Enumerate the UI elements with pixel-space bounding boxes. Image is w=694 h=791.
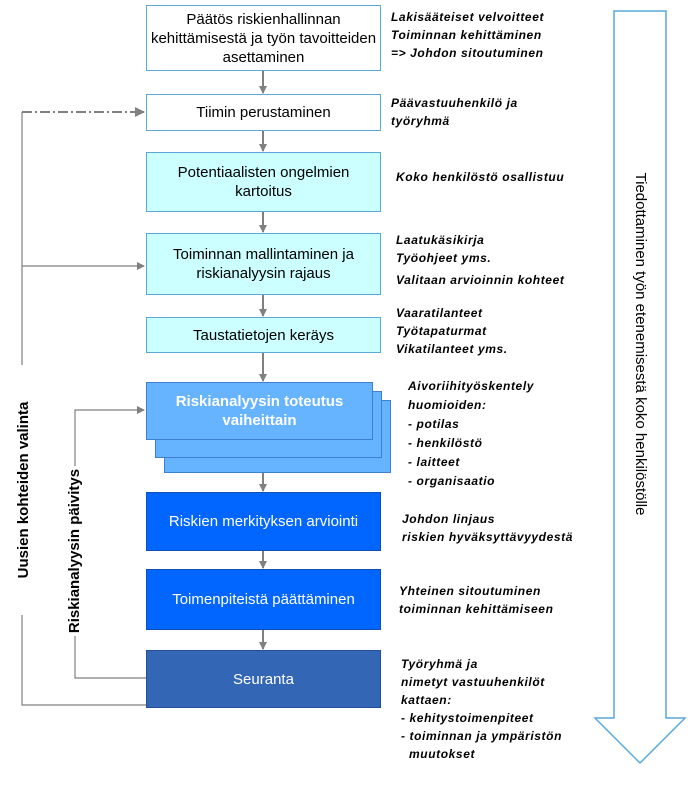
note-measures: Yhteinen sitoutuminen toiminnan kehittäm… xyxy=(399,582,554,618)
note-line: nimetyt vastuuhenkilöt xyxy=(401,675,545,689)
note-line: Johdon linjaus xyxy=(402,512,496,526)
note-line: - toiminnan ja ympäristön xyxy=(401,729,563,743)
note-line: Vikatilanteet yms. xyxy=(396,342,508,356)
note-line: Aivoriihityöskentely xyxy=(408,379,535,393)
loop-new-targets xyxy=(21,112,146,706)
box-analysis-label: Riskianalyysin toteutus vaiheittain xyxy=(175,393,344,429)
note-modeling-b: Valitaan arvioinnin kohteet xyxy=(396,271,564,289)
note-line: Työtapaturmat xyxy=(396,324,487,338)
note-line: - laitteet xyxy=(408,455,461,469)
note-line: Vaaratilanteet xyxy=(396,306,483,320)
note-decision: Lakisääteiset velvoitteet Toiminnan kehi… xyxy=(391,8,544,62)
loop-update xyxy=(74,406,146,679)
communication-arrow xyxy=(593,10,687,765)
box-background-label: Taustatietojen keräys xyxy=(193,326,334,344)
label-communication: Tiedottaminen työn etenemisestä koko hen… xyxy=(632,172,649,516)
note-mapping: Koko henkilöstö osallistuu xyxy=(396,168,564,186)
box-measures: Toimenpiteistä päättäminen xyxy=(146,569,381,630)
box-mapping: Potentiaalisten ongelmien kartoitus xyxy=(146,152,381,212)
box-team: Tiimin perustaminen xyxy=(146,94,381,131)
note-followup: Työryhmä ja nimetyt vastuuhenkilöt katta… xyxy=(401,655,562,763)
note-line: Yhteinen sitoutuminen xyxy=(399,584,541,598)
box-team-label: Tiimin perustaminen xyxy=(196,104,331,121)
note-line: Työryhmä ja xyxy=(401,657,478,671)
box-measures-label: Toimenpiteistä päättäminen xyxy=(172,591,355,608)
box-decision: Päätös riskienhallinnan kehittämisestä j… xyxy=(146,5,381,71)
note-line: - organisaatio xyxy=(408,474,496,488)
note-team: Päävastuuhenkilö ja työryhmä xyxy=(391,94,518,130)
note-line: - kehitystoimenpiteet xyxy=(401,711,534,725)
box-modeling-label: Toiminnan mallintaminen ja riskianalyysi… xyxy=(173,246,354,282)
note-modeling-a: Laatukäsikirja Työohjeet yms. xyxy=(396,231,491,267)
note-line: - potilas xyxy=(408,417,460,431)
label-update: Riskianalyysin päivitys xyxy=(65,466,85,636)
note-line: - henkilöstö xyxy=(408,436,483,450)
box-background: Taustatietojen keräys xyxy=(146,317,381,353)
box-assessment-label: Riskien merkityksen arviointi xyxy=(168,513,359,530)
note-line: toiminnan kehittämiseen xyxy=(399,602,554,616)
box-followup: Seuranta xyxy=(146,650,381,708)
box-followup-label: Seuranta xyxy=(233,670,294,688)
note-line: huomioiden: xyxy=(408,398,487,412)
box-mapping-label: Potentiaalisten ongelmien kartoitus xyxy=(177,164,350,200)
box-modeling: Toiminnan mallintaminen ja riskianalyysi… xyxy=(146,233,381,295)
note-line: => Johdon sitoutuminen xyxy=(391,46,544,60)
note-line: Lakisääteiset velvoitteet xyxy=(391,10,545,24)
note-assessment: Johdon linjaus riskien hyväksyttävyydest… xyxy=(402,510,573,546)
label-new-targets: Uusien kohteiden valinta xyxy=(14,365,34,615)
note-line: Koko henkilöstö osallistuu xyxy=(396,170,565,184)
note-line: muutokset xyxy=(409,747,476,761)
note-analysis: Aivoriihityöskentely huomioiden: - potil… xyxy=(408,377,534,491)
note-background: Vaaratilanteet Työtapaturmat Vikatilante… xyxy=(396,304,508,358)
note-line: Päävastuuhenkilö ja xyxy=(391,96,518,110)
note-line: työryhmä xyxy=(391,114,450,128)
box-analysis: Riskianalyysin toteutus vaiheittain xyxy=(146,382,373,440)
note-line: Työohjeet yms. xyxy=(396,251,492,265)
box-assessment: Riskien merkityksen arviointi xyxy=(146,492,381,551)
note-line: Valitaan arvioinnin kohteet xyxy=(396,273,565,287)
box-decision-label: Päätös riskienhallinnan kehittämisestä j… xyxy=(150,10,377,66)
note-line: kattaen: xyxy=(401,693,452,707)
note-line: riskien hyväksyttävyydestä xyxy=(402,530,574,544)
note-line: Toiminnan kehittäminen xyxy=(391,28,542,42)
note-line: Laatukäsikirja xyxy=(396,233,485,247)
